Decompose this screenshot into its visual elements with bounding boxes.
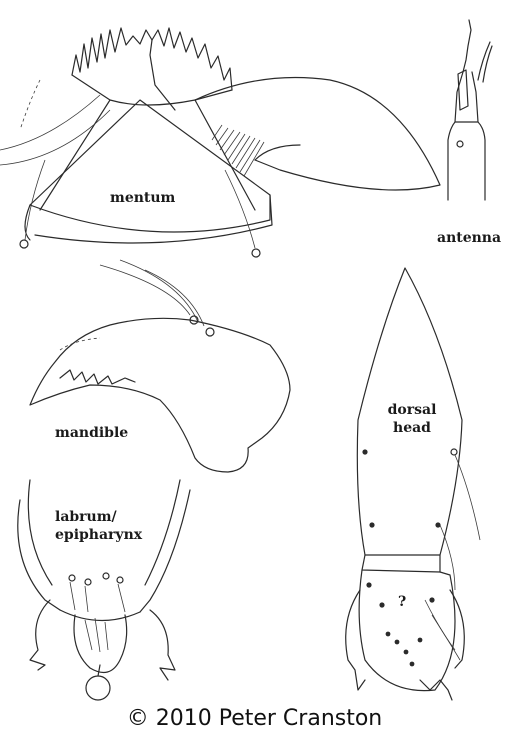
copyright-credit: © 2010 Peter Cranston <box>126 706 383 731</box>
dorsal-head-label-line1: dorsal <box>387 402 437 418</box>
mandible-label: mandible <box>55 425 129 441</box>
dorsal-head-label: dorsal head <box>382 401 442 437</box>
labrum-label-line2: epipharynx <box>55 527 143 543</box>
antenna-label: antenna <box>437 230 502 246</box>
labrum-drawing <box>17 479 191 701</box>
mentum-label: mentum <box>110 190 176 206</box>
question-mark-label: ? <box>398 594 406 610</box>
dorsal-head-label-line2: head <box>393 420 431 436</box>
mandible-drawing <box>29 259 291 473</box>
mentum-drawing <box>0 27 441 258</box>
labrum-label-line1: labrum/ <box>55 509 117 525</box>
antenna-drawing <box>447 19 493 201</box>
dorsal-head-drawing: ? <box>345 267 481 701</box>
labrum-label: labrum/ epipharynx <box>55 508 142 544</box>
